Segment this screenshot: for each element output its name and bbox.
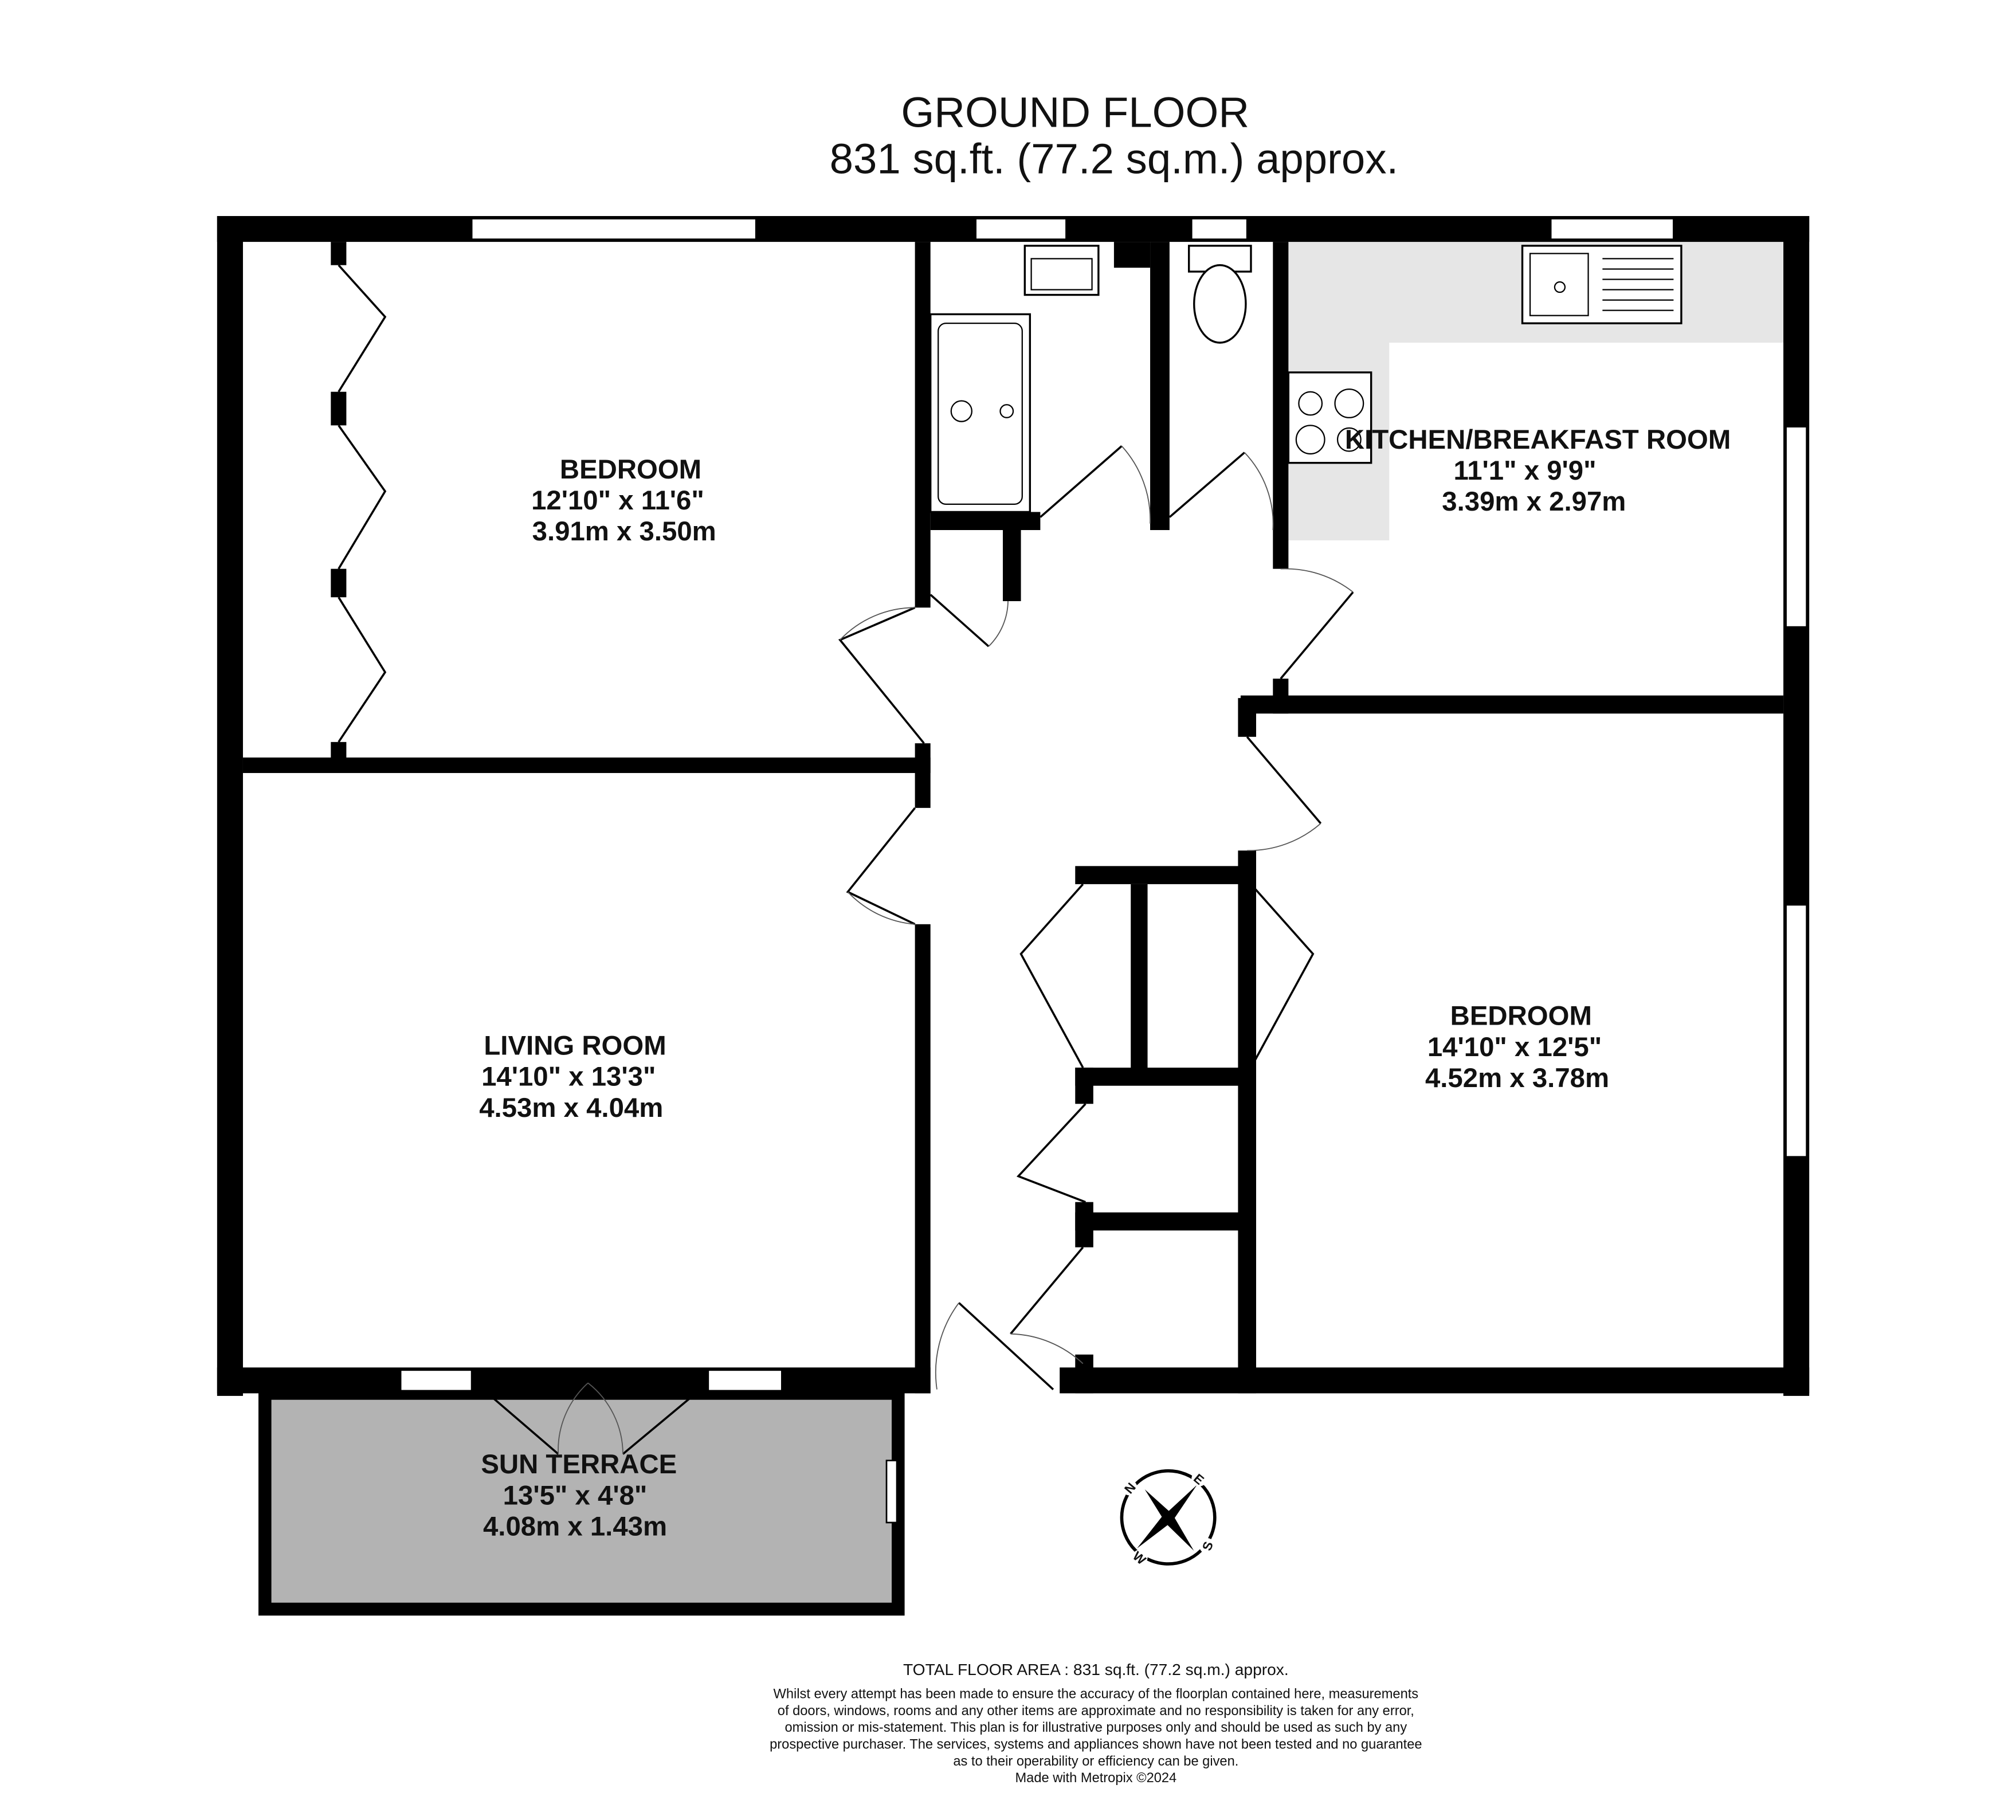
disclaimer-line: Whilst every attempt has been made to en… [774,1687,1419,1702]
svg-text:BEDROOM: BEDROOM [560,454,701,485]
svg-text:3.91m x 3.50m: 3.91m x 3.50m [532,516,716,547]
svg-text:S: S [1199,1540,1216,1553]
toilet [1193,264,1247,344]
disclaimer-line: omission or mis-statement. This plan is … [785,1720,1407,1735]
room-label-sun-terrace: SUN TERRACE 13'5" x 4'8" 4.08m x 1.43m [481,1449,677,1541]
svg-text:3.39m x 2.97m: 3.39m x 2.97m [1442,487,1626,517]
fixtures [929,245,1682,513]
doors [338,264,1354,1455]
svg-text:BEDROOM: BEDROOM [1450,1001,1592,1031]
svg-text:KITCHEN/BREAKFAST ROOM: KITCHEN/BREAKFAST ROOM [1345,425,1731,455]
svg-text:12'10" x 11'6": 12'10" x 11'6" [531,485,704,516]
credit: Made with Metropix ©2024 [1015,1771,1176,1786]
total-floor-area: TOTAL FLOOR AREA : 831 sq.ft. (77.2 sq.m… [903,1660,1289,1678]
room-label-kitchen: KITCHEN/BREAKFAST ROOM 11'1" x 9'9" 3.39… [1345,425,1731,517]
windows [399,218,1808,1524]
svg-text:SUN TERRACE: SUN TERRACE [481,1449,677,1480]
svg-text:14'10" x 12'5": 14'10" x 12'5" [1427,1032,1602,1062]
floor-title: GROUND FLOOR [901,88,1249,136]
svg-text:LIVING ROOM: LIVING ROOM [484,1031,666,1061]
room-label-bedroom-2: BEDROOM 14'10" x 12'5" 4.52m x 3.78m [1425,1001,1609,1093]
disclaimer-line: prospective purchaser. The services, sys… [770,1737,1422,1752]
basin [1023,245,1100,296]
svg-text:4.52m x 3.78m: 4.52m x 3.78m [1425,1063,1609,1093]
disclaimer-line: as to their operability or efficiency ca… [953,1754,1238,1769]
svg-text:13'5" x 4'8": 13'5" x 4'8" [503,1480,648,1511]
bathtub [929,313,1031,513]
svg-text:4.08m x 1.43m: 4.08m x 1.43m [483,1511,667,1541]
sun-terrace-area [258,1387,905,1616]
svg-text:11'1" x 9'9": 11'1" x 9'9" [1454,456,1597,486]
room-label-bedroom-1: BEDROOM 12'10" x 11'6" 3.91m x 3.50m [531,454,716,547]
sink [1521,245,1682,324]
svg-text:14'10" x 13'3": 14'10" x 13'3" [481,1062,656,1092]
svg-text:4.53m x 4.04m: 4.53m x 4.04m [479,1093,663,1123]
svg-text:W: W [1130,1549,1149,1568]
footer: TOTAL FLOOR AREA : 831 sq.ft. (77.2 sq.m… [770,1660,1422,1786]
floor-area: 831 sq.ft. (77.2 sq.m.) approx. [830,135,1399,183]
compass-icon: N E S W [1120,1469,1217,1568]
room-label-living-room: LIVING ROOM 14'10" x 13'3" 4.53m x 4.04m [479,1031,666,1123]
disclaimer-line: of doors, windows, rooms and any other i… [778,1704,1414,1719]
